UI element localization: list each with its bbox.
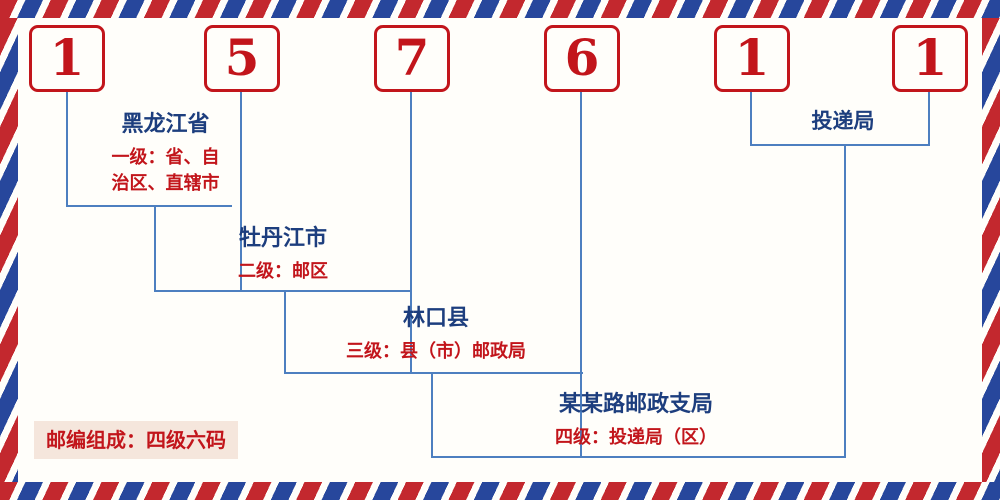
connector-level1-drop xyxy=(154,205,156,292)
airmail-border-top xyxy=(0,0,1000,18)
connector-digit5-down xyxy=(750,92,752,146)
connector-level5-drop xyxy=(844,144,846,458)
connector-level3-drop xyxy=(431,372,433,458)
postal-digit-3: 7 xyxy=(394,27,430,87)
level2-place: 牡丹江市 xyxy=(238,226,327,251)
connector-digit3-down xyxy=(410,92,412,374)
level1-desc: 一级：省、自治区、直辖市 xyxy=(111,147,220,194)
airmail-border-right xyxy=(982,18,1000,482)
postal-digit-6: 1 xyxy=(912,27,948,87)
airmail-border-left xyxy=(0,18,18,482)
connector-digit4-down xyxy=(580,92,582,458)
connector-digit1-down xyxy=(66,92,68,206)
postal-digit-1: 1 xyxy=(49,27,85,87)
connector-level2-drop xyxy=(284,290,286,374)
airmail-border-bottom xyxy=(0,482,1000,500)
digit-box-2: 5 xyxy=(204,25,280,92)
composition-note: 邮编组成：四级六码 xyxy=(34,421,238,459)
level2-desc: 二级：邮区 xyxy=(238,261,328,283)
level3-desc: 三级：县（市）邮政局 xyxy=(346,341,526,363)
level5-label: 投递局 xyxy=(783,109,903,134)
connector-level3-underline xyxy=(284,372,583,374)
level3-place: 林口县 xyxy=(402,306,469,331)
level4-desc: 四级：投递局（区） xyxy=(555,427,717,449)
connector-level5-underline xyxy=(750,144,930,146)
digit-box-5: 1 xyxy=(714,25,790,92)
postal-digit-4: 6 xyxy=(564,27,600,87)
level4-place: 某某路邮政支局 xyxy=(558,392,713,417)
connector-digit6-down xyxy=(928,92,930,146)
digit-box-1: 1 xyxy=(29,25,105,92)
postal-digit-2: 5 xyxy=(224,27,260,87)
level5-place: 投递局 xyxy=(811,109,875,133)
connector-level2-underline xyxy=(154,290,412,292)
digit-box-3: 7 xyxy=(374,25,450,92)
connector-digit2-down xyxy=(240,92,242,292)
level2-label: 牡丹江市 二级：邮区 xyxy=(213,226,353,285)
connector-level4-underline xyxy=(431,456,846,458)
connector-level1-underline xyxy=(66,205,232,207)
level4-label: 某某路邮政支局 四级：投递局（区） xyxy=(528,392,744,451)
digit-box-4: 6 xyxy=(544,25,620,92)
digit-box-6: 1 xyxy=(892,25,968,92)
postal-digit-5: 1 xyxy=(734,27,770,87)
level3-label: 林口县 三级：县（市）邮政局 xyxy=(330,306,542,365)
level1-label: 黑龙江省 一级：省、自治区、直辖市 xyxy=(93,112,238,196)
level1-place: 黑龙江省 xyxy=(121,112,210,137)
